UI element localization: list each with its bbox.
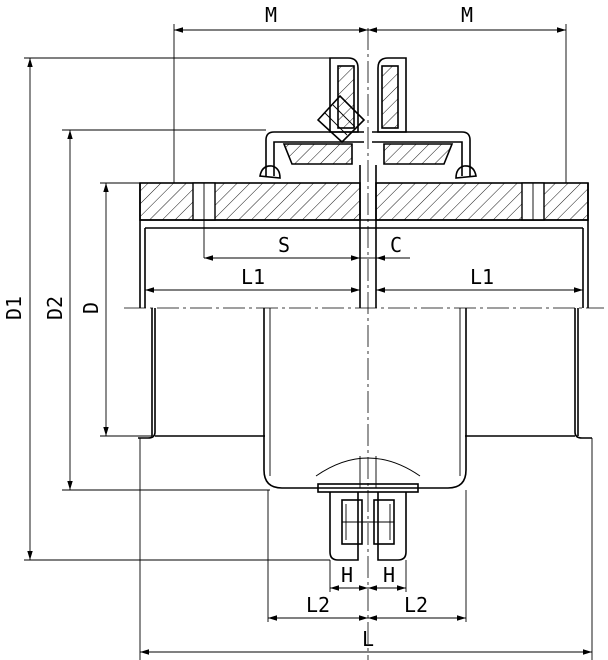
dim-label-l1-left: L1 bbox=[241, 265, 265, 289]
center-lines bbox=[124, 28, 604, 660]
extension-lines bbox=[24, 24, 593, 660]
dim-label-d2: D2 bbox=[43, 296, 67, 320]
dim-label-d: D bbox=[79, 302, 103, 314]
flange bbox=[139, 182, 589, 258]
dimension-lines bbox=[27, 27, 592, 655]
dim-label-c: C bbox=[390, 233, 402, 257]
dim-label-l2-left: L2 bbox=[306, 593, 330, 617]
dim-label-d1: D1 bbox=[2, 296, 26, 320]
pipe-body bbox=[138, 165, 592, 489]
dim-label-h-right: H bbox=[383, 563, 395, 587]
dim-label-m-left: M bbox=[265, 3, 277, 27]
bottom-bolt bbox=[317, 483, 419, 561]
dim-label-m-right: M bbox=[461, 3, 473, 27]
dim-label-l1-right: L1 bbox=[470, 265, 494, 289]
dim-label-l: L bbox=[362, 627, 374, 651]
dim-label-s: S bbox=[278, 233, 290, 257]
dim-label-h-left: H bbox=[341, 563, 353, 587]
dimension-labels: M M S C L1 L1 D1 D2 D H H L2 L2 L bbox=[2, 3, 494, 651]
top-clamp bbox=[259, 57, 477, 179]
dim-label-l2-right: L2 bbox=[404, 593, 428, 617]
